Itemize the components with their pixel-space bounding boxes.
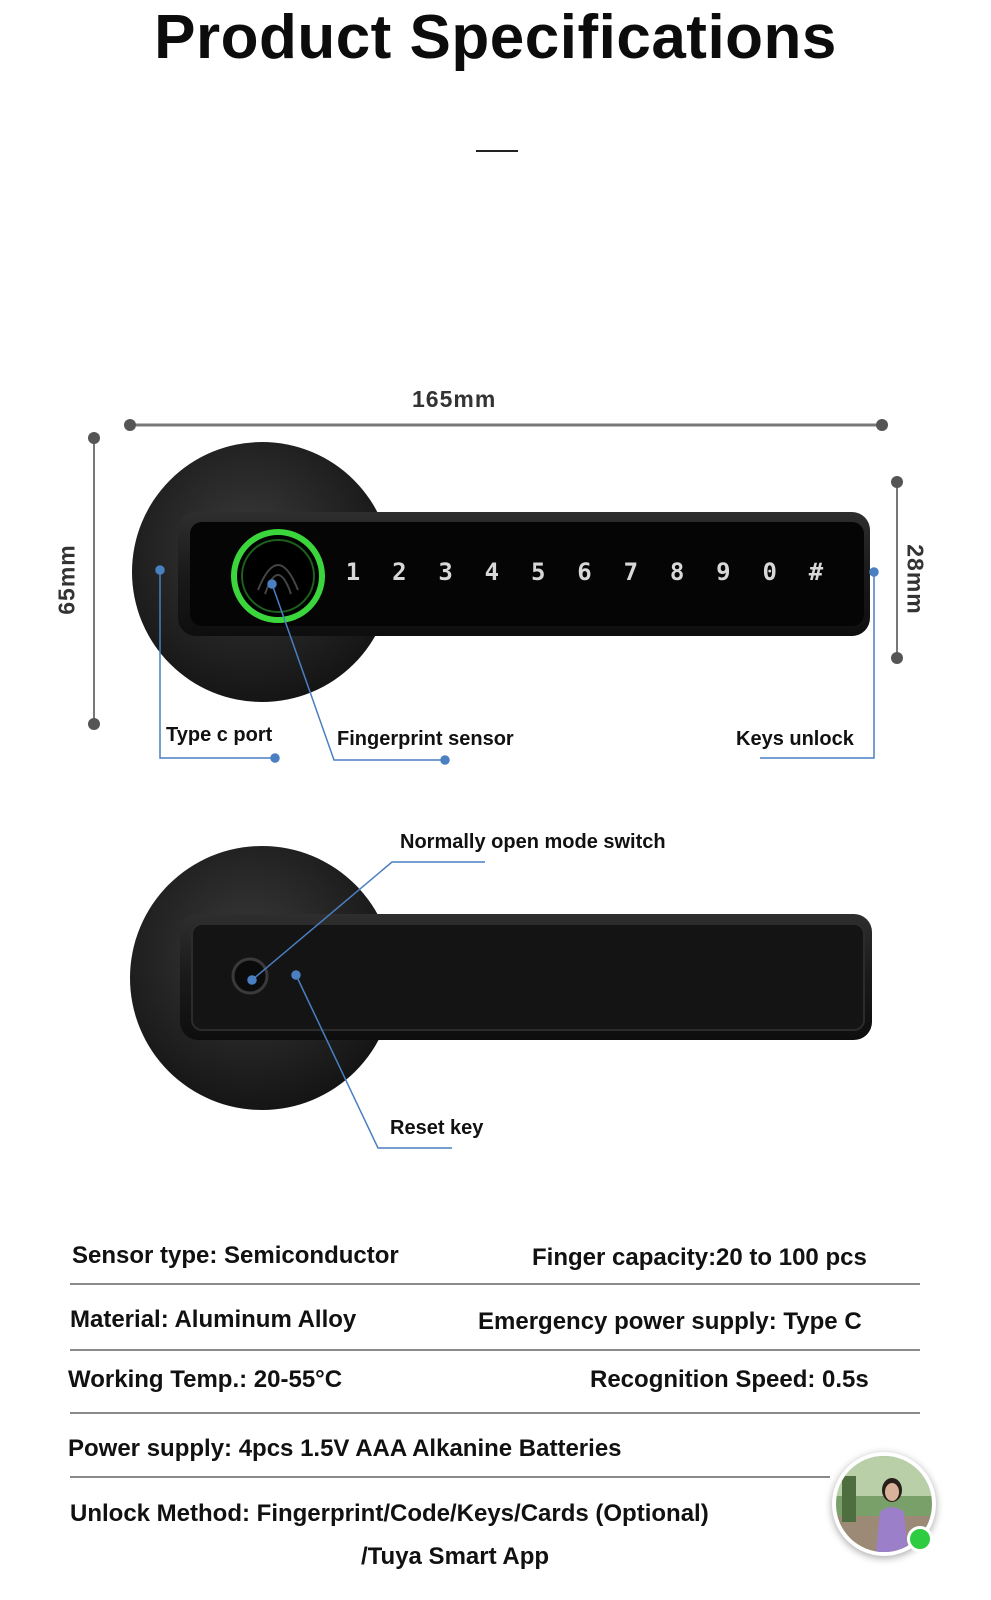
spec-divider: [70, 1283, 920, 1285]
page-title: Product Specifications: [154, 3, 837, 72]
keypad-key-hash: #: [808, 558, 824, 586]
spec-emergency-power: Emergency power supply: Type C: [478, 1308, 862, 1335]
keypad-key-4: 4: [484, 558, 500, 586]
reset-key-label: Reset key: [390, 1117, 484, 1139]
callout-lines: [155, 565, 879, 1149]
handle-height-dimension: 28mm: [902, 544, 929, 615]
keypad-key-6: 6: [577, 558, 592, 586]
height-dimension: 65mm: [53, 544, 80, 615]
front-lock-view: [132, 442, 870, 702]
spec-material: Material: Aluminum Alloy: [70, 1306, 357, 1333]
spec-sensor-type: Sensor type: Semiconductor: [72, 1242, 399, 1269]
keypad-key-9: 9: [716, 558, 731, 586]
keypad-key-7: 7: [623, 558, 639, 586]
keypad-key-0: 0: [762, 558, 777, 586]
avatar-icon: [836, 1456, 932, 1552]
spec-divider: [70, 1412, 920, 1414]
type-c-port-label: Type c port: [166, 724, 273, 746]
spec-working-temp: Working Temp.: 20-55°C: [68, 1366, 343, 1393]
spec-power-supply: Power supply: 4pcs 1.5V AAA Alkanine Bat…: [68, 1435, 622, 1462]
spec-unlock-method-cont: /Tuya Smart App: [360, 1543, 550, 1570]
fingerprint-sensor-label: Fingerprint sensor: [337, 728, 514, 750]
keypad-key-2: 2: [392, 558, 407, 586]
lock-diagram: [88, 419, 903, 1149]
spec-finger-capacity: Finger capacity:20 to 100 pcs: [532, 1244, 867, 1271]
width-dimension: 165mm: [412, 386, 497, 412]
title-underline: [476, 150, 518, 152]
back-lock-view: [130, 846, 872, 1110]
spec-divider: [70, 1476, 830, 1478]
keypad-key-8: 8: [669, 558, 685, 586]
spec-recognition-speed: Recognition Speed: 0.5s: [590, 1366, 869, 1393]
keypad-key-1: 1: [345, 558, 361, 586]
keys-unlock-label: Keys unlock: [736, 728, 854, 750]
spec-unlock-method: Unlock Method: Fingerprint/Code/Keys/Car…: [70, 1500, 709, 1527]
online-status-indicator: [907, 1526, 933, 1552]
keypad-key-5: 5: [530, 558, 546, 586]
keypad-key-3: 3: [438, 558, 453, 586]
spec-divider: [70, 1349, 920, 1351]
dimension-lines: [88, 419, 903, 730]
normally-open-switch-label: Normally open mode switch: [400, 831, 666, 853]
